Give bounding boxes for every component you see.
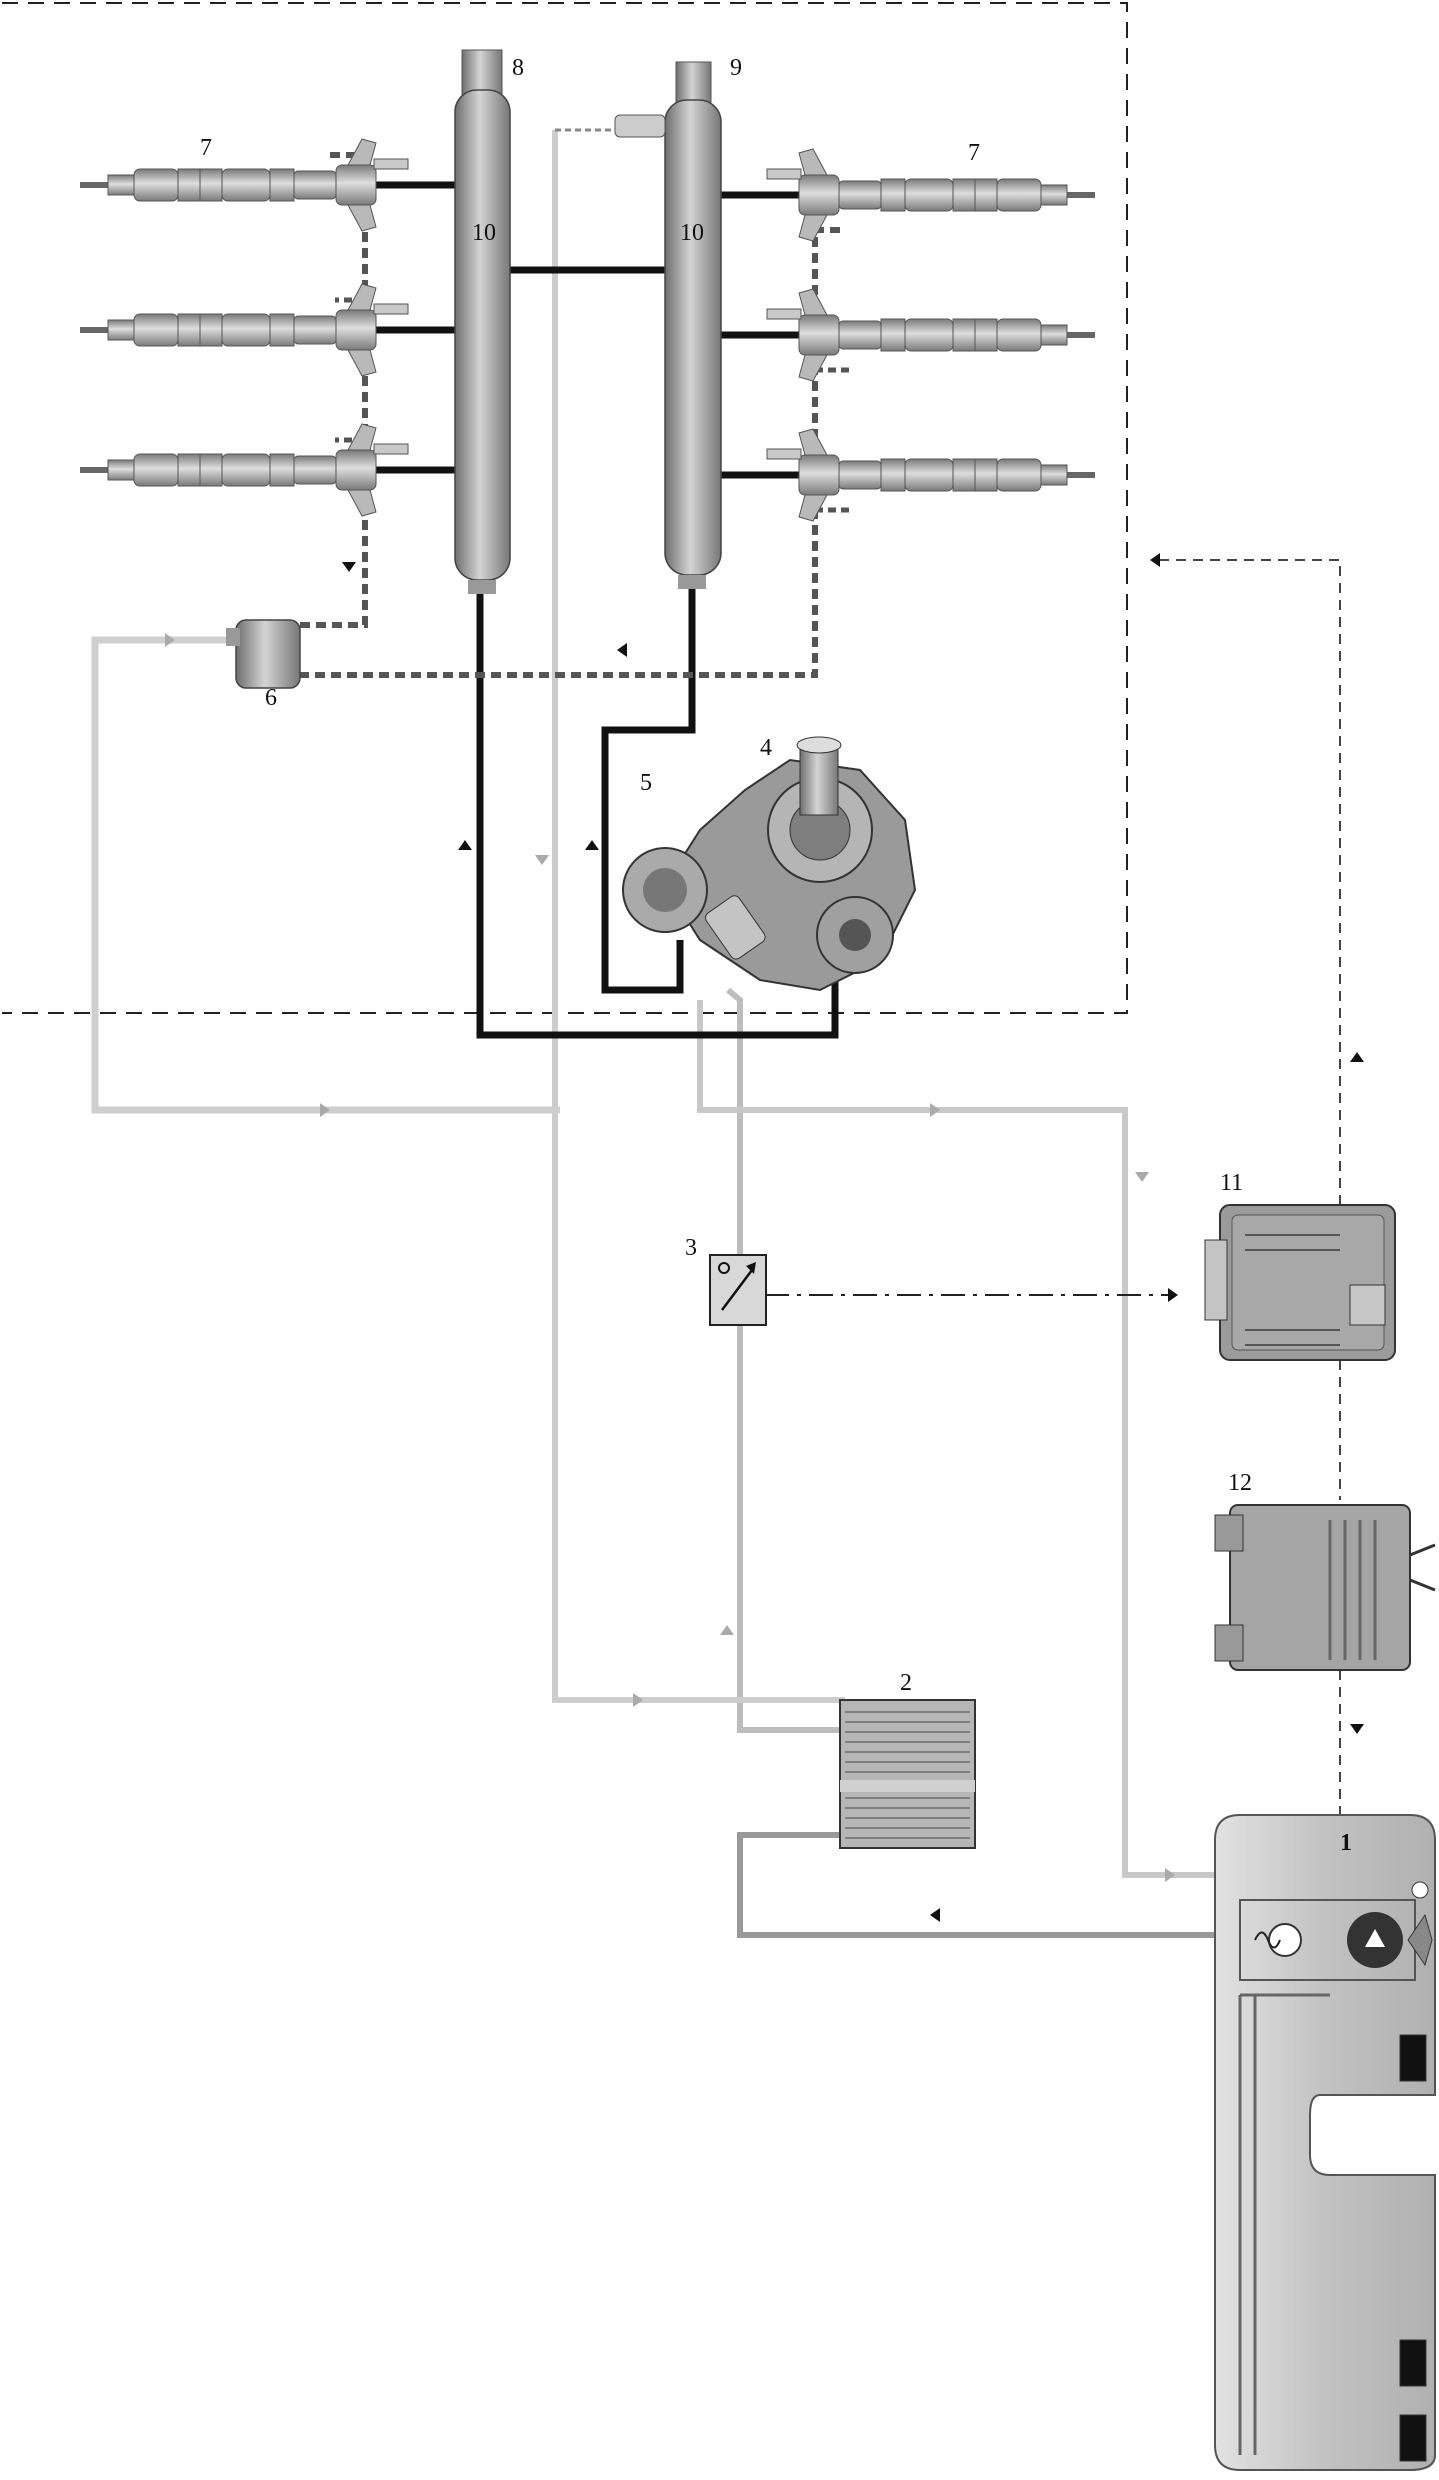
- pump-return-line: [697, 1000, 1265, 1878]
- rail-8: [454, 49, 511, 594]
- label-10-right: 10: [680, 220, 704, 246]
- rail-9: [614, 61, 722, 589]
- fuel-tank-1: [1214, 1814, 1436, 2471]
- label-11: 11: [1220, 1170, 1243, 1196]
- rail-return-line: [552, 130, 845, 1703]
- label-12: 12: [1228, 1470, 1252, 1496]
- tank-to-filter-line: [737, 1832, 1240, 1938]
- label-8: 8: [512, 55, 524, 81]
- label-7-right: 7: [968, 140, 980, 166]
- label-4: 4: [760, 735, 772, 761]
- leakoff-left: [300, 152, 368, 628]
- label-10-left: 10: [472, 220, 496, 246]
- high-pressure-pump: [622, 736, 917, 992]
- leak-return-line: [91, 636, 560, 1114]
- module-12: [1214, 1504, 1436, 1671]
- leakoff-branches: [335, 297, 850, 513]
- return-unit-6: [226, 619, 301, 689]
- return-arrows: [165, 633, 1175, 1882]
- label-1: 1: [1340, 1830, 1352, 1856]
- fuel-filter-2: [839, 1699, 976, 1849]
- flow-arrows: [342, 553, 1364, 1922]
- sensor-3: [709, 1254, 767, 1326]
- label-5: 5: [640, 770, 652, 796]
- injectors-right: [766, 148, 1096, 522]
- label-7-left: 7: [200, 135, 212, 161]
- component-labels: 1 2 3 4 5 6 7 7 8 9 10 10 11 12: [200, 55, 1352, 1856]
- label-6: 6: [265, 685, 277, 711]
- hp-line-rail9: [601, 575, 696, 994]
- engine-boundary: [2, 2, 1128, 1014]
- injectors-left: [79, 138, 409, 517]
- label-9: 9: [730, 55, 742, 81]
- supply-line: [726, 987, 845, 1733]
- ecu-control-line: [1160, 559, 1341, 1205]
- control-unit-11: [1204, 1204, 1396, 1361]
- label-3: 3: [685, 1235, 697, 1261]
- label-2: 2: [900, 1670, 912, 1696]
- hp-line-rail8: [476, 580, 839, 1039]
